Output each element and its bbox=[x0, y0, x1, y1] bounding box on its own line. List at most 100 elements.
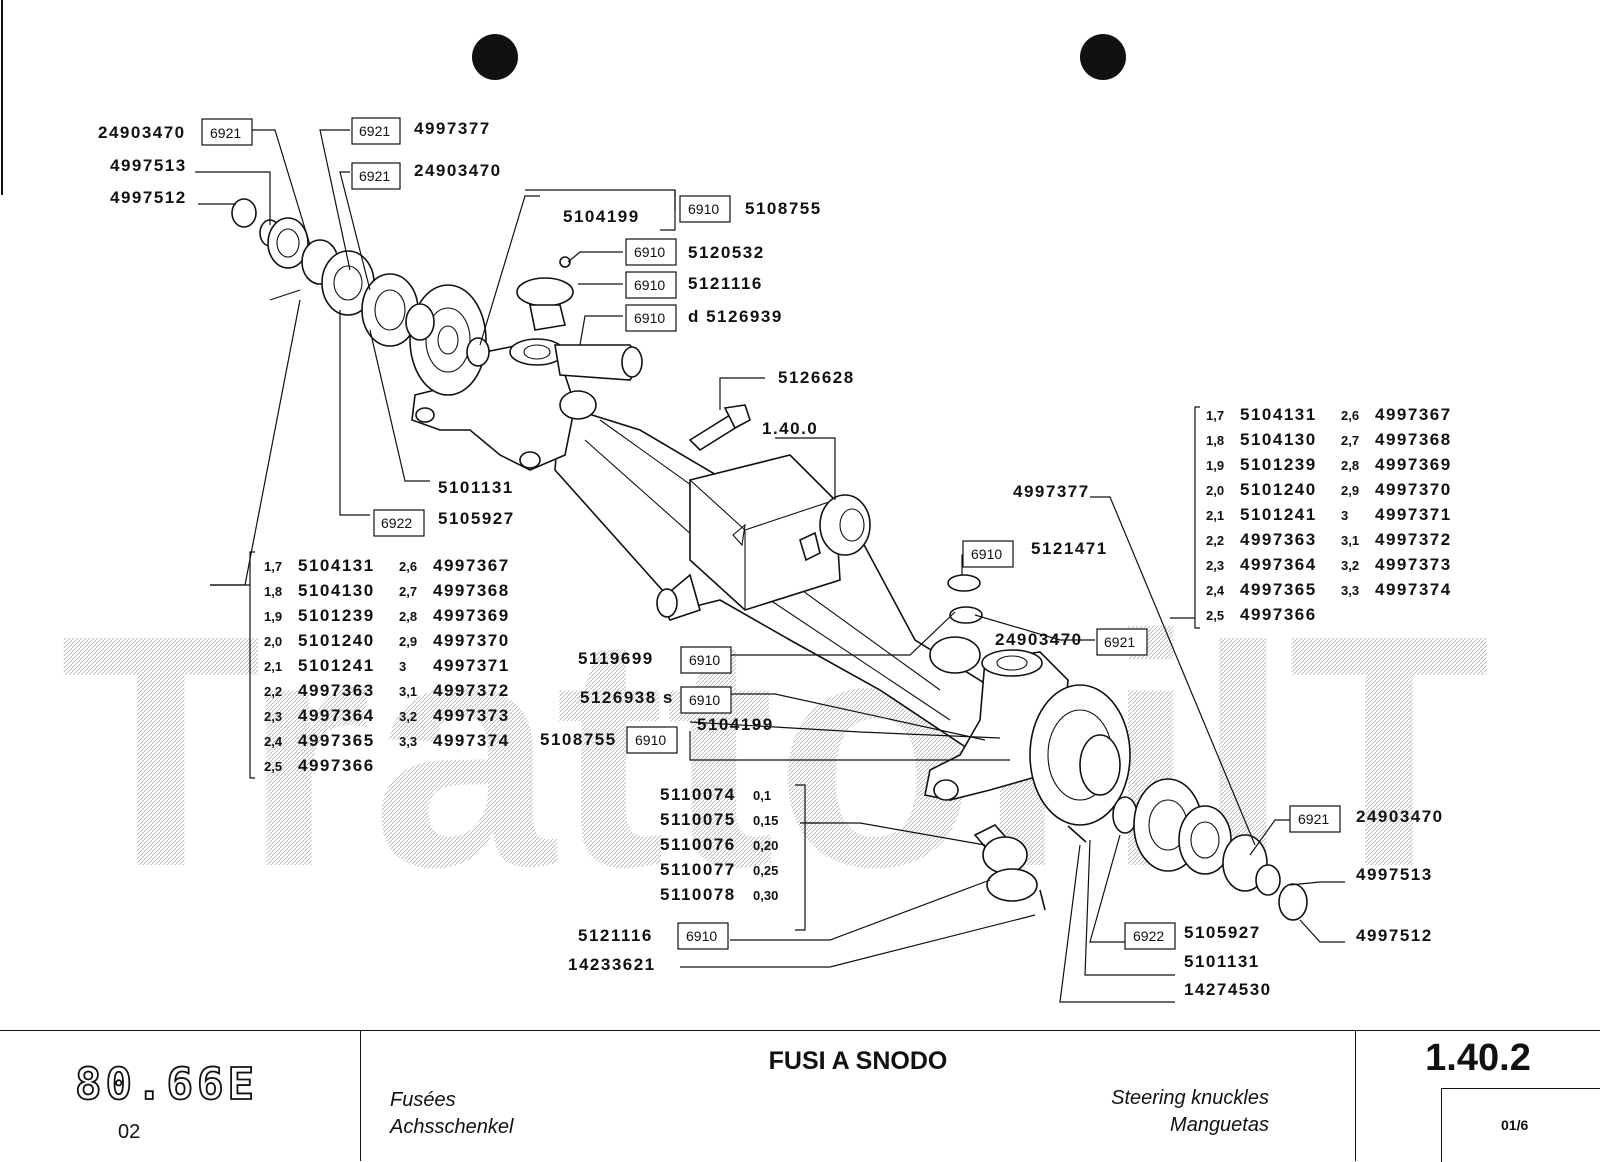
shim-part: 4997374 bbox=[433, 731, 510, 750]
part-label: 24903470 bbox=[1356, 807, 1444, 826]
shim-size: 0,25 bbox=[753, 863, 778, 878]
shim-size: 1,7 bbox=[1206, 408, 1224, 423]
callout-boxes bbox=[201, 117, 1341, 950]
shim-part: 5101239 bbox=[298, 606, 375, 625]
left-bearing-stack bbox=[231, 198, 435, 347]
group-code: 6921 bbox=[359, 168, 390, 184]
shim-size: 2,1 bbox=[1206, 508, 1224, 523]
group-code: 6921 bbox=[359, 123, 390, 139]
shim-part: 4997372 bbox=[433, 681, 510, 700]
bolt bbox=[688, 404, 751, 452]
shim-part: 4997373 bbox=[433, 706, 510, 725]
shim-size: 2,8 bbox=[399, 609, 417, 624]
model-cell: 80.66E 02 bbox=[0, 1031, 361, 1161]
shim-part: 5110074 bbox=[660, 785, 736, 804]
shim-size: 3 bbox=[399, 659, 406, 674]
shim-size: 1,9 bbox=[1206, 458, 1224, 473]
shim-part: 4997370 bbox=[1375, 480, 1452, 499]
shim-size: 2,8 bbox=[1341, 458, 1359, 473]
shim-size: 0,15 bbox=[753, 813, 778, 828]
shim-part: 4997369 bbox=[1375, 455, 1452, 474]
title-german: Achsschenkel bbox=[390, 1116, 514, 1138]
shim-part: 5110075 bbox=[660, 810, 736, 829]
shim-size: 2,0 bbox=[264, 634, 282, 649]
shim-part: 4997363 bbox=[298, 681, 375, 700]
group-code: 6910 bbox=[634, 310, 665, 326]
part-label: 5105927 bbox=[438, 509, 515, 528]
shim-part: 5104130 bbox=[1240, 430, 1317, 449]
group-code: 6921 bbox=[1298, 811, 1329, 827]
part-label: 5126938 s bbox=[580, 688, 674, 707]
shim-part: 4997363 bbox=[1240, 530, 1317, 549]
part-label: 5108755 bbox=[745, 199, 822, 218]
callout-labels: 24903470 6921 6921 4997377 4997513 6921 … bbox=[98, 119, 1444, 999]
part-label: 5126628 bbox=[778, 368, 855, 387]
part-label: 24903470 bbox=[98, 123, 186, 142]
part-label: 4997512 bbox=[110, 188, 187, 207]
part-label: 5121471 bbox=[1031, 539, 1108, 558]
part-label: 4997377 bbox=[1013, 482, 1090, 501]
shim-size: 0,30 bbox=[753, 888, 778, 903]
shim-part: 5110076 bbox=[660, 835, 736, 854]
axle-housing bbox=[554, 403, 1022, 762]
shim-part: 4997372 bbox=[1375, 530, 1452, 549]
part-label: 5101131 bbox=[1184, 952, 1260, 971]
shim-part: 5104131 bbox=[1240, 405, 1317, 424]
part-label: 24903470 bbox=[995, 630, 1083, 649]
shim-size: 3,1 bbox=[399, 684, 417, 699]
part-label: 4997513 bbox=[110, 156, 187, 175]
group-code: 6910 bbox=[686, 928, 717, 944]
part-label: 4997377 bbox=[414, 119, 491, 138]
title-french: Fusées bbox=[390, 1089, 456, 1111]
shim-part: 5101240 bbox=[298, 631, 375, 650]
part-label: 14274530 bbox=[1184, 980, 1272, 999]
shim-part: 4997364 bbox=[1240, 555, 1317, 574]
group-code: 6910 bbox=[688, 201, 719, 217]
part-label: 5108755 bbox=[540, 730, 617, 749]
part-label: d 5126939 bbox=[688, 307, 783, 326]
part-label: 5121116 bbox=[578, 926, 653, 945]
group-code: 6910 bbox=[634, 277, 665, 293]
part-label: 24903470 bbox=[414, 161, 502, 180]
group-code: 6922 bbox=[1133, 928, 1164, 944]
shim-size: 1,8 bbox=[1206, 433, 1224, 448]
shim-part: 4997371 bbox=[433, 656, 510, 675]
shim-part: 4997371 bbox=[1375, 505, 1452, 524]
shim-part: 4997366 bbox=[298, 756, 375, 775]
shim-size: 2,7 bbox=[399, 584, 417, 599]
shim-size: 2,3 bbox=[264, 709, 282, 724]
shim-part: 4997373 bbox=[1375, 555, 1452, 574]
shim-size: 2,6 bbox=[1341, 408, 1359, 423]
section-ref: 1.40.0 bbox=[762, 419, 818, 438]
page-title: FUSI A SNODO bbox=[768, 1047, 948, 1075]
shim-part: 4997367 bbox=[433, 556, 510, 575]
shim-part: 5101240 bbox=[1240, 480, 1317, 499]
section-number: 1.40.2 bbox=[1425, 1037, 1531, 1079]
shim-part: 4997365 bbox=[298, 731, 375, 750]
group-code: 6910 bbox=[971, 546, 1002, 562]
shim-part: 5110078 bbox=[660, 885, 736, 904]
shim-size: 2,4 bbox=[264, 734, 283, 749]
part-label: 5104199 bbox=[697, 715, 774, 734]
shim-size: 2,6 bbox=[399, 559, 417, 574]
part-label: 5120532 bbox=[688, 243, 765, 262]
shim-size: 2,2 bbox=[264, 684, 282, 699]
shim-part: 5110077 bbox=[660, 860, 736, 879]
group-code: 6921 bbox=[210, 125, 241, 141]
title-spanish: Manguetas bbox=[1170, 1114, 1269, 1136]
shim-part: 4997368 bbox=[433, 581, 510, 600]
shim-size: 2,5 bbox=[1206, 608, 1224, 623]
shim-size: 3,2 bbox=[399, 709, 417, 724]
shim-part: 4997374 bbox=[1375, 580, 1452, 599]
right-steering-knuckle bbox=[924, 636, 1131, 911]
shim-size: 1,8 bbox=[264, 584, 282, 599]
sheet-box bbox=[1441, 1088, 1600, 1162]
shim-size: 2,0 bbox=[1206, 483, 1224, 498]
